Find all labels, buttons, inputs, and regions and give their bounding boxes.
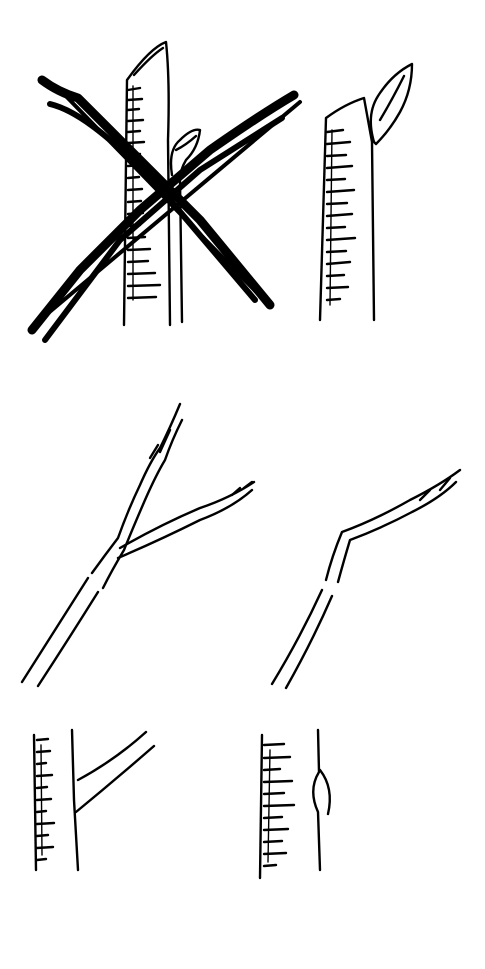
left-trunk-edge	[32, 733, 38, 872]
bud-icon	[369, 62, 414, 146]
left-trunk-edge	[258, 733, 264, 880]
branch-fork-icon	[20, 402, 256, 688]
forked-branch-before-panel	[20, 402, 256, 688]
trunk-with-side-branch-panel	[32, 728, 156, 872]
pruned-branch-icon	[270, 468, 462, 690]
pruned-stem	[318, 96, 376, 322]
correct-cut-above-bud-panel	[318, 62, 414, 322]
callus-icon	[312, 728, 331, 872]
bark-hatching	[35, 737, 56, 862]
stub-stem	[122, 40, 202, 327]
side-branch-icon	[70, 728, 156, 872]
cross-out-mark	[27, 75, 302, 343]
bark-hatching	[262, 742, 296, 868]
stem-hatching	[325, 128, 357, 302]
wrong-stub-cut-panel	[27, 40, 302, 343]
trunk-healed-wound-panel	[258, 728, 331, 880]
forked-branch-after-panel	[270, 468, 462, 690]
